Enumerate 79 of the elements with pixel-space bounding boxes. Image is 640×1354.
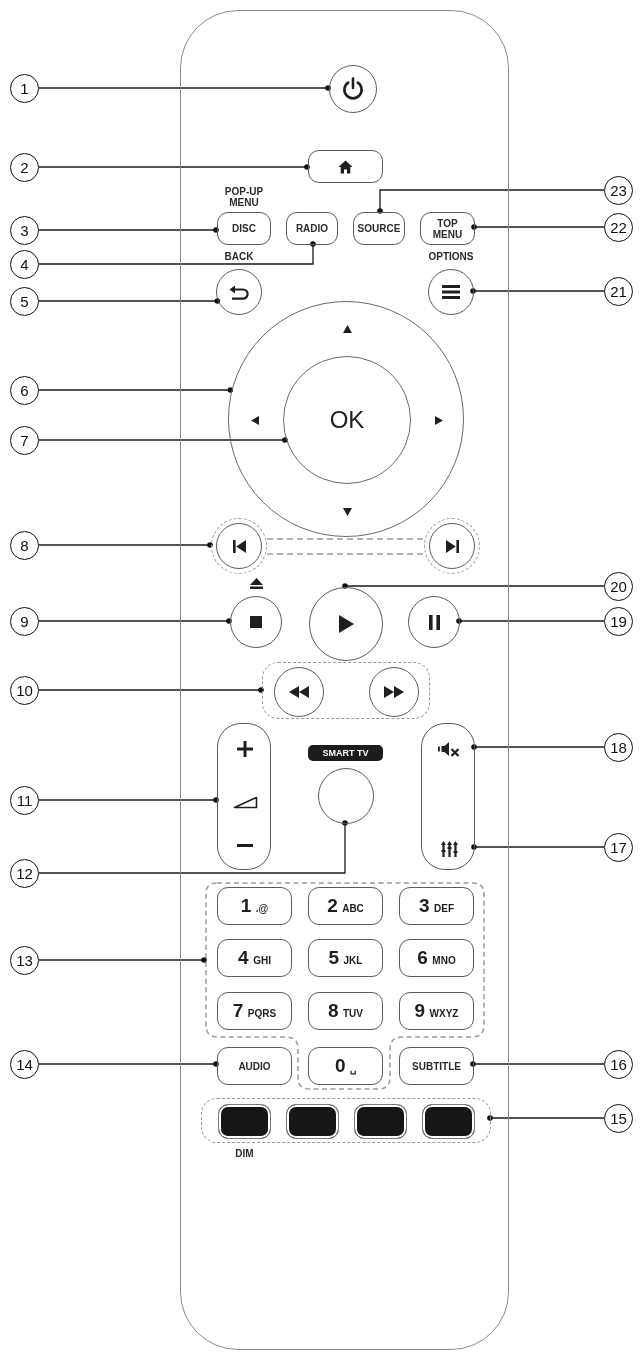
number-key: 5 JKL [308,939,383,977]
number-key: 9 WXYZ [399,992,474,1030]
callout-number: 2 [10,152,39,182]
fast-forward-button [369,667,419,717]
button-label: OPTIONS [427,252,475,263]
sound-rocker [421,723,475,870]
leader-line [38,820,348,874]
callout-number: 18 [604,732,633,762]
number-key: 6 MNO [399,939,474,977]
leader-line [342,583,605,589]
audio-button: AUDIO [217,1047,292,1085]
number-key: 4 GHI [217,939,292,977]
leader-line [471,224,605,230]
callout-number: 11 [10,785,39,815]
callout-number: 14 [10,1049,39,1079]
button-label: BACK [223,252,255,263]
callout-number: 6 [10,375,39,405]
callout-number: 1 [10,73,39,103]
number-key: 7 PQRS [217,992,292,1030]
callout-number: 22 [604,212,633,242]
leader-line [377,189,605,214]
number-key: 3 DEF [399,887,474,925]
callout-number: 7 [10,425,39,455]
remote-body [180,10,509,1350]
leader-line [470,1061,605,1067]
number-key: 2 ABC [308,887,383,925]
leader-line [38,618,232,624]
button-group-outline [262,662,430,719]
color-key [218,1104,271,1139]
leader-line [38,542,213,548]
callout-number: 4 [10,249,39,279]
callout-number: 16 [604,1049,633,1079]
rewind-button [274,667,324,717]
subtitle-button: SUBTITLE [399,1047,474,1085]
button-label: POP-UP MENU [223,187,265,208]
leader-line [38,957,207,963]
callout-number: 3 [10,215,39,245]
leader-line [38,797,219,803]
callout-number: 10 [10,675,39,705]
callout-number: 23 [604,175,633,205]
callout-number: 17 [604,832,633,862]
callout-number: 9 [10,606,39,636]
leader-line [38,1061,219,1067]
callout-number: 12 [10,858,39,888]
disc-button: DISC [217,212,271,245]
callout-number: 19 [604,606,633,636]
button-label: DIM [234,1149,255,1160]
number-key: 1 .@ [217,887,292,925]
radio-button: RADIO [286,212,338,245]
keypad-group-outline [205,882,485,1090]
number-key: 8 TUV [308,992,383,1030]
source-button: SOURCE [353,212,405,245]
callout-number: 13 [10,945,39,975]
color-key [286,1104,339,1139]
leader-line [470,288,605,294]
leader-line [38,387,234,393]
leader-line [471,844,605,850]
leader-line [38,437,288,443]
leader-line [38,227,219,233]
leader-line [456,618,605,624]
callout-number: 21 [604,276,633,306]
smart-tv-label: SMART TV [308,745,383,761]
leader-line [38,85,331,91]
number-key: 0 ␣ [308,1047,383,1085]
home-button [308,150,383,183]
callout-number: 8 [10,530,39,560]
leader-line [487,1115,605,1121]
leader-line [38,164,310,170]
volume-rocker [217,723,271,870]
leader-line [471,744,605,750]
leader-line [38,241,316,265]
color-key [422,1104,475,1139]
top-menu-button: TOP MENU [420,212,475,245]
callout-number: 5 [10,286,39,316]
color-key [354,1104,407,1139]
leader-line [38,687,264,693]
callout-number: 15 [604,1103,633,1133]
callout-number: 20 [604,571,633,601]
leader-line [38,298,221,304]
